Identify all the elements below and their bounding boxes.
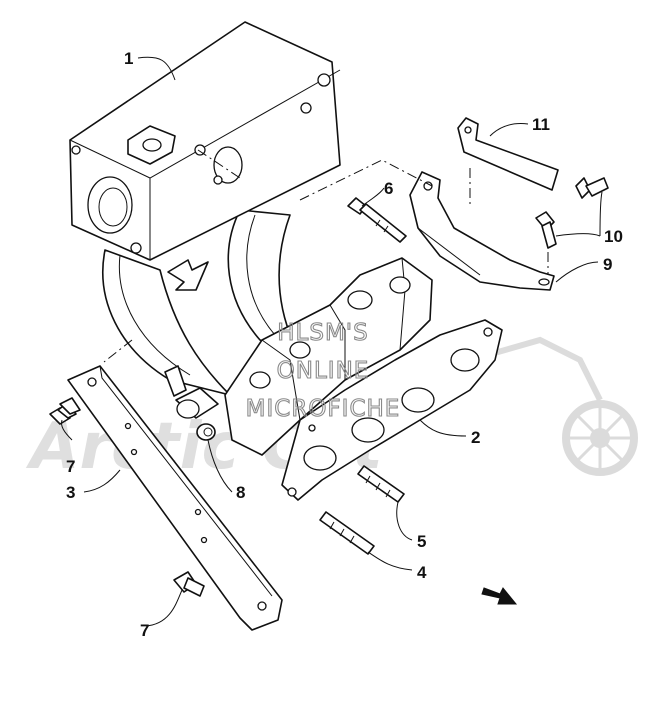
flow-arrow-icon (167, 259, 209, 291)
alignment-lines (103, 149, 549, 363)
part-gasket (281, 319, 503, 501)
part-bolt-10a (575, 177, 609, 199)
part-exhaust-box-1 (69, 21, 341, 396)
leader-lines (61, 56, 603, 627)
part-bolt-6 (347, 197, 407, 243)
part-stud-5 (357, 465, 405, 503)
callout-5: 5 (417, 532, 426, 551)
callout-3: 3 (66, 483, 75, 502)
callout-6: 6 (384, 179, 393, 198)
part-manifold-2 (164, 257, 433, 456)
callout-8: 8 (236, 483, 245, 502)
direction-arrow-icon (481, 587, 518, 605)
part-bracket-9 (409, 171, 555, 291)
callout-10: 10 (604, 227, 623, 246)
part-bracket-3 (67, 365, 283, 631)
part-stud-4 (319, 511, 375, 555)
watermark-text: HLSM'S ONLINE MICROFICHE (245, 319, 401, 422)
callout-11: 11 (532, 115, 550, 134)
part-bushing-8 (196, 423, 216, 441)
callout-4: 4 (417, 563, 427, 582)
part-bolt-10b (535, 211, 557, 249)
callout-9: 9 (603, 255, 612, 274)
part-bolt-7b (173, 571, 205, 597)
watermark-line-1: HLSM'S (277, 320, 368, 346)
callout-2: 2 (471, 428, 480, 447)
callout-labels: 1 2 3 4 5 6 7 7 8 9 10 11 (66, 49, 623, 640)
watermark-wheel-icon (469, 336, 638, 476)
callout-7-bottom: 7 (140, 621, 149, 640)
callout-1: 1 (124, 49, 133, 68)
callout-7-top: 7 (66, 457, 75, 476)
watermark-line-2: ONLINE (277, 358, 370, 384)
part-strap-11 (457, 117, 559, 191)
part-bolt-7a (49, 397, 81, 425)
watermark-line-3: MICROFICHE (246, 396, 401, 422)
